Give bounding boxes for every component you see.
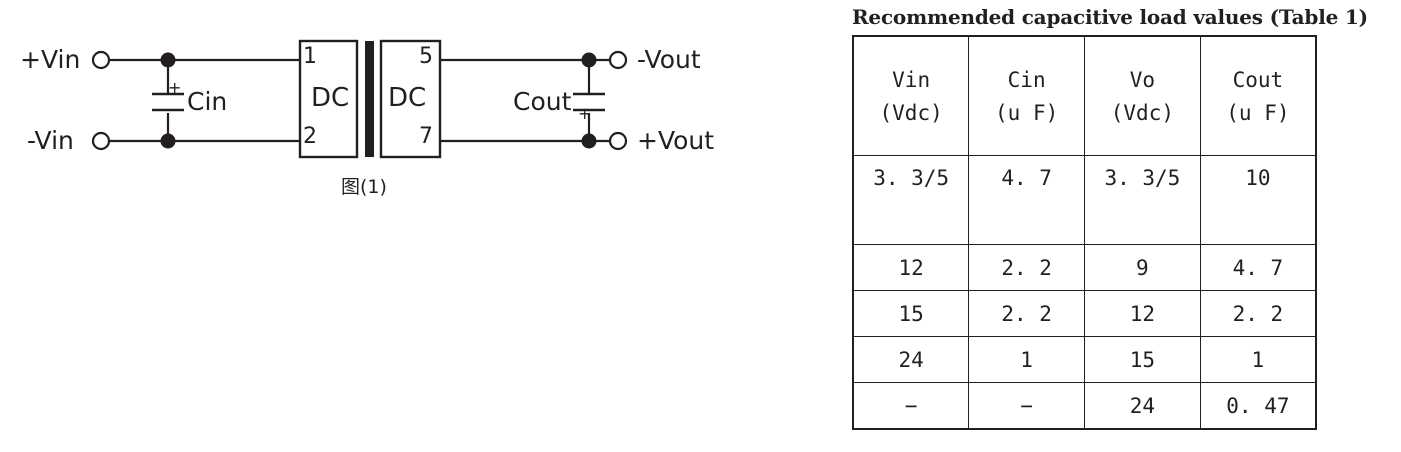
capacitive-load-table: Vin (Vdc) Cin (u F) Vo (Vdc) Cout (u F) … [852,35,1317,430]
table-cell-cout: 4. 7 [1199,244,1317,291]
table-cell-vin: 12 [852,244,970,291]
table-cell-vin: 15 [852,290,970,337]
junction-dots [160,52,597,149]
column-header-cin-unit: (u F) [995,101,1059,125]
table-header-row: Vin (Vdc) Cin (u F) Vo (Vdc) Cout (u F) [852,35,1317,156]
table-cell-vo: 15 [1084,336,1201,383]
column-header-cin-name: Cin [1007,68,1046,93]
converter-box-primary [298,39,359,159]
junction-dot-cin-bottom [160,133,176,149]
circuit-schematic-svg [91,39,628,159]
table-cell-cout: 2. 2 [1199,290,1317,337]
table-cell-vin: 24 [852,336,970,383]
column-header-cout: Cout (u F) [1199,35,1317,156]
capacitor-cout-symbol [573,92,605,112]
terminal-minus-vout-node [608,50,628,70]
column-header-cout-name: Cout [1232,68,1284,93]
column-header-vo-unit: (Vdc) [1110,101,1174,125]
terminal-label-minus-vin: -Vin [27,126,74,155]
table-cell-cout: 1 [1199,336,1317,383]
table-cell-cout: 0. 47 [1199,382,1317,430]
terminal-plus-vout-node [608,131,628,151]
terminal-label-plus-vin: +Vin [20,45,81,74]
table-cell-cin: 1 [968,336,1085,383]
junction-dot-cout-top [581,52,597,68]
junction-dot-cout-bottom [581,133,597,149]
terminal-label-plus-vout: +Vout [637,126,715,155]
table-cell-vin: − [852,382,970,430]
pin-number-1: 1 [303,44,317,69]
column-header-vo: Vo (Vdc) [1084,35,1201,156]
pin-number-2: 2 [303,124,317,149]
junction-dot-cin-top [160,52,176,68]
pin-number-5: 5 [419,44,433,69]
table-cell-cout: 10 [1199,155,1317,245]
table-cell-vo: 3. 3/5 [1084,155,1201,245]
table-cell-cin: 2. 2 [968,244,1085,291]
polarity-plus-icon-cin: + [168,78,182,97]
table-title: Recommended capacitive load values (Tabl… [852,5,1368,29]
terminal-plus-vin-node [91,50,111,70]
terminal-label-minus-vout: -Vout [637,45,701,74]
converter-primary-label: DC [311,83,350,113]
circuit-diagram: +Vin -Vin -Vout +Vout Cin Cout + + DC DC… [0,0,760,230]
terminal-minus-vin-node [91,131,111,151]
converter-secondary-label: DC [388,83,427,113]
column-header-cout-unit: (u F) [1226,101,1290,125]
figure-caption: 图(1) [341,176,387,198]
table-cell-vo: 24 [1084,382,1201,430]
column-header-cin: Cin (u F) [968,35,1085,156]
table-cell-vo: 9 [1084,244,1201,291]
pin-number-7: 7 [419,124,433,149]
table-cell-cin: 4. 7 [968,155,1085,245]
capacitor-cin-symbol [152,92,184,112]
table-cell-vin: 3. 3/5 [852,155,970,245]
table-cell-vo: 12 [1084,290,1201,337]
table-cell-cin: − [968,382,1085,430]
capacitive-load-table-section: Recommended capacitive load values (Tabl… [838,5,1368,430]
table-cell-cin: 2. 2 [968,290,1085,337]
component-label-cout: Cout [513,87,572,116]
isolation-barrier [365,41,374,157]
column-header-vin-unit: (Vdc) [879,101,943,125]
component-label-cin: Cin [187,87,228,116]
converter-box-secondary [379,39,442,159]
polarity-plus-icon-cout: + [578,104,592,123]
column-header-vo-name: Vo [1129,68,1156,93]
column-header-vin: Vin (Vdc) [852,35,970,156]
column-header-vin-name: Vin [892,68,931,93]
